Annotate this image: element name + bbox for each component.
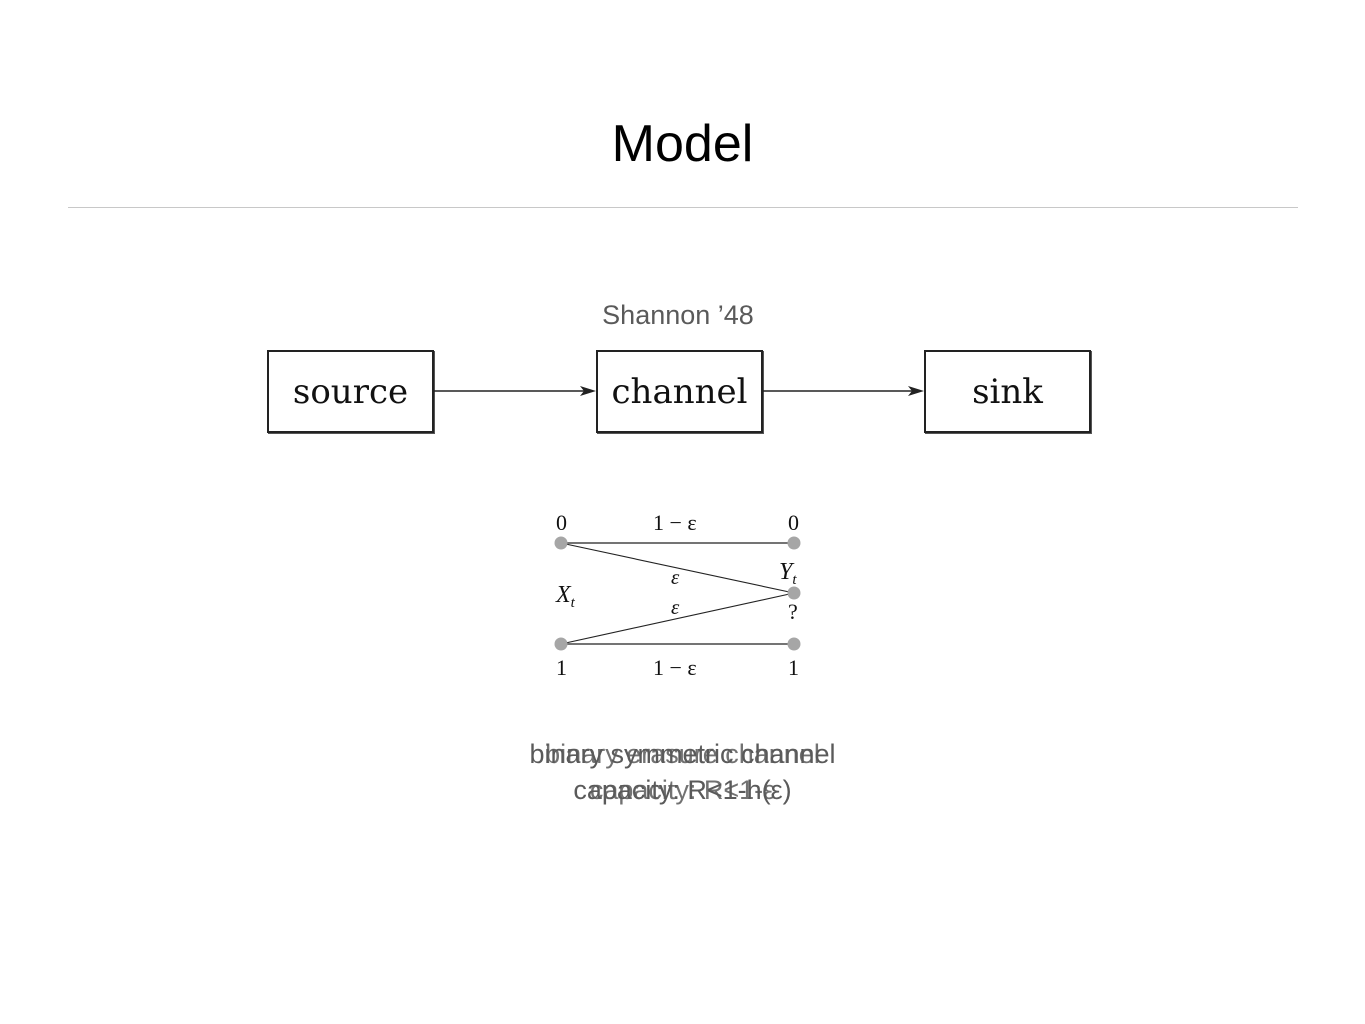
source-box: source — [267, 350, 434, 433]
output-variable-sub: t — [792, 572, 797, 588]
label-output-variable: Yt — [779, 559, 797, 588]
label-input-variable: Xt — [555, 582, 576, 611]
node-output-1 — [787, 637, 801, 651]
channel-box: channel — [596, 350, 763, 433]
source-label: source — [292, 371, 409, 412]
node-input-1 — [554, 637, 568, 651]
caption-bec-line2: capacity: R<1-ε — [589, 775, 776, 805]
output-variable-name: Y — [779, 559, 795, 585]
label-eps-upper: ε — [671, 565, 680, 589]
label-top-prob: 1 − ε — [653, 510, 697, 535]
node-output-erasure — [787, 586, 801, 600]
input-variable-name: X — [555, 582, 572, 608]
arrow-channel-to-sink — [763, 386, 924, 396]
diagram-subtitle: Shannon ’48 — [602, 300, 754, 330]
label-eps-lower: ε — [671, 595, 680, 619]
label-output-0: 0 — [788, 510, 799, 535]
sink-box: sink — [924, 350, 1091, 433]
label-bottom-prob: 1 − ε — [653, 655, 697, 680]
caption-bec-line1: binary erasure channel — [545, 739, 820, 769]
sink-label: sink — [972, 371, 1043, 412]
caption-bsc-line2: capacity: R<1-h(ε) — [573, 775, 792, 805]
caption-bsc-line1: binary symmetric channel — [529, 739, 836, 769]
erasure-channel-diagram: 0 0 1 1 1 − ε 1 − ε ε ε Xt Yt ? — [554, 510, 801, 680]
label-output-1: 1 — [788, 655, 799, 680]
node-output-0 — [787, 536, 801, 550]
title-divider — [68, 207, 1298, 208]
label-input-0: 0 — [556, 510, 567, 535]
edge-1-to-erasure — [560, 592, 795, 645]
node-input-0 — [554, 536, 568, 550]
label-erasure-symbol: ? — [788, 599, 798, 624]
label-input-1: 1 — [556, 655, 567, 680]
edge-0-to-erasure — [560, 542, 795, 594]
slide-title: Model — [611, 115, 754, 173]
arrow-source-to-channel — [434, 386, 596, 396]
channel-label: channel — [611, 371, 748, 412]
input-variable-sub: t — [571, 595, 576, 611]
